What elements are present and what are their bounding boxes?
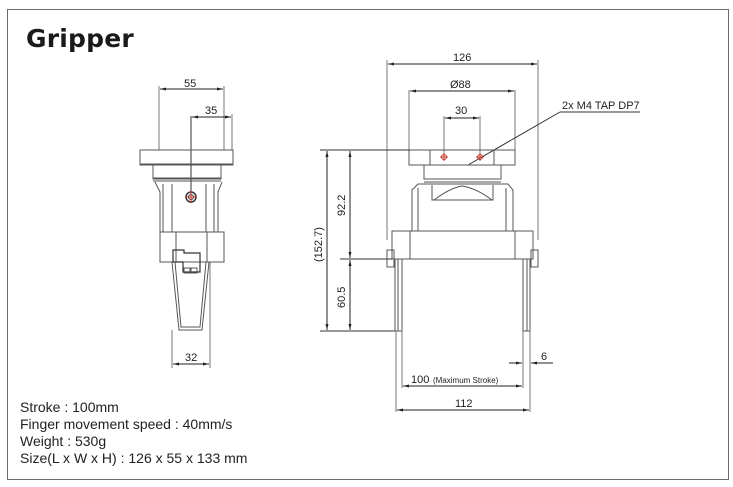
- spec-speed: Finger movement speed : 40mm/s: [20, 416, 233, 432]
- mount-hole-icon: [185, 191, 197, 203]
- dim-100-note: (Maximum Stroke): [433, 376, 499, 385]
- front-view: [320, 60, 640, 412]
- dim-35: 35: [205, 105, 217, 117]
- drawing-frame: [7, 9, 729, 480]
- spec-weight: Weight : 530g: [20, 433, 107, 449]
- side-view: [139, 86, 234, 368]
- spec-stroke: Stroke : 100mm: [20, 399, 119, 415]
- dim-6: 6: [541, 351, 547, 363]
- tap-hole-left-icon: [440, 153, 448, 161]
- dim-100: 100: [411, 374, 429, 386]
- dim-92-2: 92.2: [336, 195, 348, 216]
- page-title: Gripper: [26, 24, 134, 53]
- dim-152-7: (152.7): [313, 227, 325, 262]
- spec-size: Size(L x W x H) : 126 x 55 x 133 mm: [20, 450, 248, 466]
- dim-112: 112: [455, 398, 473, 410]
- callout-m4-tap: 2x M4 TAP DP7: [562, 100, 640, 112]
- dim-88: Ø88: [450, 79, 471, 91]
- spec-list: Stroke : 100mm Finger movement speed : 4…: [20, 399, 247, 467]
- tap-hole-right-icon: [476, 153, 484, 161]
- dim-30: 30: [455, 105, 467, 117]
- dim-55: 55: [184, 78, 196, 90]
- dim-32: 32: [185, 352, 197, 364]
- dim-60-5: 60.5: [336, 287, 348, 308]
- dim-126: 126: [453, 52, 471, 64]
